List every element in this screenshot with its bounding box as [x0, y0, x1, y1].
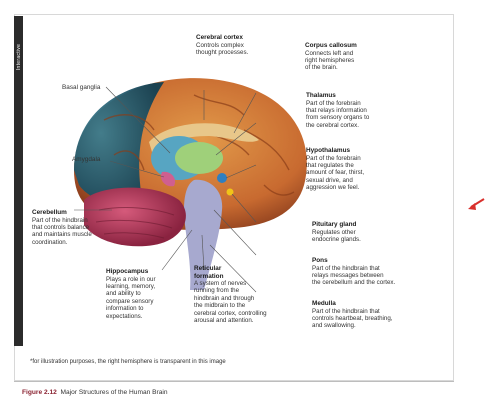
reticular-line-1: A system of nerves [194, 280, 267, 287]
cerebellum-line-1: Part of the hindbrain [32, 217, 92, 224]
medulla-line-2: controls heartbeat, breathing, [312, 315, 393, 322]
hypothalamus-line-1: Part of the forebrain [306, 155, 364, 162]
cerebral-cortex-title: Cerebral cortex [196, 34, 248, 42]
corpus-callosum-title: Corpus callosum [305, 42, 357, 50]
label-cerebellum: Cerebellum Part of the hindbrain that co… [32, 209, 92, 246]
reticular-line-2: running from the [194, 287, 267, 294]
hippocampus-line-5: information to [106, 305, 156, 312]
hippocampus-line-6: expectations. [106, 313, 156, 320]
footnote: *for illustration purposes, the right he… [30, 359, 226, 365]
reticular-line-4: the midbrain to the [194, 302, 267, 309]
label-hippocampus: Hippocampus Plays a role in our learning… [106, 268, 156, 320]
hippocampus-line-2: learning, memory, [106, 283, 156, 290]
hypothalamus-title: Hypothalamus [306, 147, 364, 155]
reticular-line-5: cerebral cortex, controlling [194, 310, 267, 317]
red-arrow-icon [467, 198, 485, 212]
medulla-title: Medulla [312, 300, 393, 308]
cerebellum-line-2: that controls balance [32, 224, 92, 231]
thalamus-line-3: from sensory organs to [306, 114, 369, 121]
label-reticular-formation: Reticular formation A system of nerves r… [194, 265, 267, 324]
reticular-line-3: hindbrain and through [194, 295, 267, 302]
label-pons: Pons Part of the hindbrain that relays m… [312, 257, 395, 287]
pituitary-line-2: endocrine glands. [312, 236, 361, 243]
sidebar-tab-label: Interactive [16, 34, 22, 80]
thalamus-title: Thalamus [306, 92, 369, 100]
reticular-title-2: formation [194, 273, 267, 281]
hippocampus-line-1: Plays a role in our [106, 276, 156, 283]
hypothalamus-line-5: aggression we feel. [306, 184, 364, 191]
pituitary-line-1: Regulates other [312, 229, 361, 236]
figure-title: Major Structures of the Human Brain [61, 389, 168, 396]
divider [14, 381, 454, 382]
figure-number: Figure 2.12 [22, 389, 57, 396]
sidebar-tab[interactable]: Interactive [14, 16, 23, 346]
figure-caption: Figure 2.12 Major Structures of the Huma… [22, 389, 168, 396]
corpus-callosum-line-1: Connects left and [305, 50, 357, 57]
cerebral-cortex-line-1: Controls complex [196, 42, 248, 49]
cerebellum-line-4: coordination. [32, 239, 92, 246]
thalamus-line-2: that relays information [306, 107, 369, 114]
thalamus-shape [175, 142, 223, 174]
cerebellum-line-3: and maintains muscle [32, 231, 92, 238]
thalamus-line-1: Part of the forebrain [306, 100, 369, 107]
pituitary-title: Pituitary gland [312, 221, 361, 229]
label-basal-ganglia: Basal ganglia [62, 84, 100, 91]
hypothalamus-line-3: amount of fear, thirst, [306, 169, 364, 176]
label-thalamus: Thalamus Part of the forebrain that rela… [306, 92, 369, 129]
cerebellum-title: Cerebellum [32, 209, 92, 217]
reticular-line-6: arousal and attention. [194, 317, 267, 324]
pons-line-2: relays messages between [312, 272, 395, 279]
medulla-line-3: and swallowing. [312, 322, 393, 329]
cerebellum-shape [84, 188, 186, 247]
brain-illustration [44, 60, 334, 300]
pons-line-3: the cerebellum and the cortex. [312, 279, 395, 286]
hippocampus-line-3: and ability to [106, 290, 156, 297]
corpus-callosum-line-3: of the brain. [305, 64, 357, 71]
corpus-callosum-line-2: right hemispheres [305, 57, 357, 64]
hypothalamus-line-2: that regulates the [306, 162, 364, 169]
hippocampus-title: Hippocampus [106, 268, 156, 276]
pons-line-1: Part of the hindbrain that [312, 265, 395, 272]
hypothalamus-shape [217, 173, 227, 183]
reticular-title: Reticular [194, 265, 267, 273]
label-pituitary-gland: Pituitary gland Regulates other endocrin… [312, 221, 361, 243]
label-corpus-callosum: Corpus callosum Connects left and right … [305, 42, 357, 72]
hypothalamus-line-4: sexual drive, and [306, 177, 364, 184]
label-hypothalamus: Hypothalamus Part of the forebrain that … [306, 147, 364, 192]
hippocampus-line-4: compare sensory [106, 298, 156, 305]
thalamus-line-4: the cerebral cortex. [306, 122, 369, 129]
pons-title: Pons [312, 257, 395, 265]
medulla-line-1: Part of the hindbrain that [312, 308, 393, 315]
label-medulla: Medulla Part of the hindbrain that contr… [312, 300, 393, 330]
label-amygdala: Amygdala [72, 156, 100, 163]
cerebral-cortex-line-2: thought processes. [196, 49, 248, 56]
label-cerebral-cortex: Cerebral cortex Controls complex thought… [196, 34, 248, 56]
